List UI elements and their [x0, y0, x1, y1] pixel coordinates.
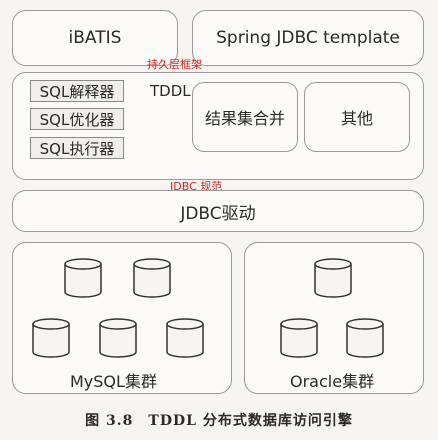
sql-executor-label: SQL执行器: [39, 139, 115, 158]
sql-optimizer-item: SQL优化器: [30, 108, 124, 130]
jdbc-driver-box: JDBC驱动: [12, 190, 424, 232]
result-merge-box: 结果集合并: [192, 82, 298, 152]
ibatis-label: iBATIS: [68, 28, 122, 48]
oracle-db-3-icon: [346, 318, 384, 358]
mysql-cluster-box: [12, 242, 232, 394]
sql-parser-label: SQL解释器: [39, 82, 115, 101]
sql-parser-item: SQL解释器: [30, 80, 124, 102]
persistence-layer-label: 持久层框架: [147, 58, 202, 71]
ibatis-box: iBATIS: [12, 10, 178, 66]
mysql-cluster-label: MySQL集群: [70, 372, 157, 391]
mysql-db-3-icon: [32, 318, 70, 358]
oracle-db-2-icon: [280, 318, 318, 358]
oracle-db-1-icon: [314, 258, 352, 298]
jdbc-driver-label: JDBC驱动: [180, 203, 256, 224]
spring-jdbc-template-box: Spring JDBC template: [192, 10, 424, 66]
oracle-cluster-label: Oracle集群: [290, 372, 375, 391]
other-box: 其他: [304, 82, 410, 152]
mysql-db-1-icon: [64, 258, 102, 298]
mysql-db-2-icon: [133, 258, 171, 298]
spring-jdbc-template-label: Spring JDBC template: [216, 28, 400, 48]
result-merge-label: 结果集合并: [204, 109, 285, 128]
sql-executor-item: SQL执行器: [30, 137, 124, 159]
sql-optimizer-label: SQL优化器: [39, 110, 115, 129]
mysql-db-4-icon: [99, 318, 137, 358]
other-label: 其他: [340, 109, 373, 128]
mysql-db-5-icon: [166, 318, 204, 358]
tddl-title: TDDL: [150, 82, 191, 100]
figure-caption: 图 3.8 TDDL 分布式数据库访问引擎: [85, 413, 353, 429]
jdbc-spec-label: JDBC 规范: [170, 180, 223, 193]
